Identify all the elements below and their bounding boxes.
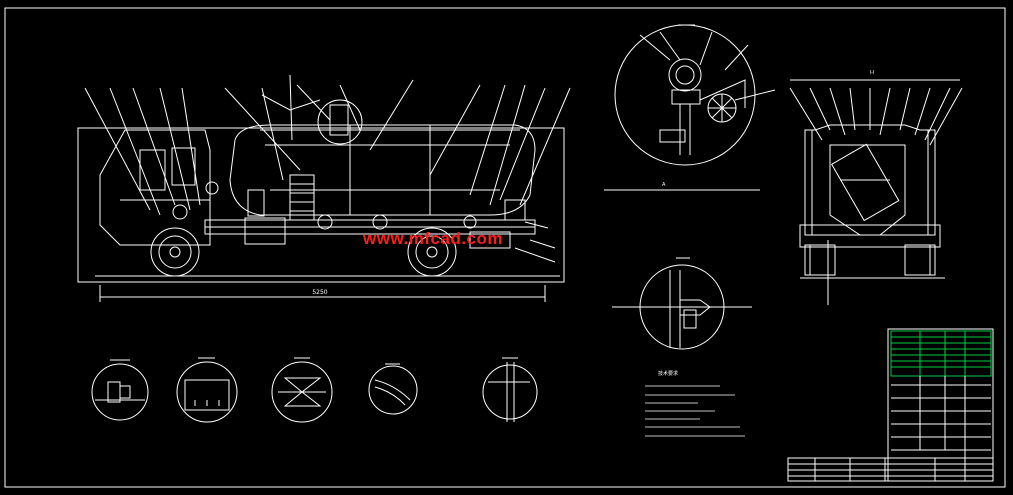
technical-notes-lines [645,385,745,437]
detail-view-top-circle [614,24,776,166]
detail-circle-2 [176,357,238,423]
drawing-border [4,7,1006,488]
detail-circle-5 [482,357,538,422]
detail-circle-1 [91,359,149,421]
section-a-label: A [662,182,666,188]
watermark-text: www.mfcad.com [363,229,504,248]
truck-front-view [789,79,963,305]
truck-side-view [77,74,571,302]
detail-view-middle-circle [612,257,752,350]
detail-circle-3 [271,357,333,423]
technical-notes-title: 技术要求 [658,370,678,377]
front-view-label: I-I [870,70,875,76]
title-block [787,328,994,482]
detail-circle-4 [368,363,418,415]
overall-length-dimension: 5250 [312,289,327,296]
